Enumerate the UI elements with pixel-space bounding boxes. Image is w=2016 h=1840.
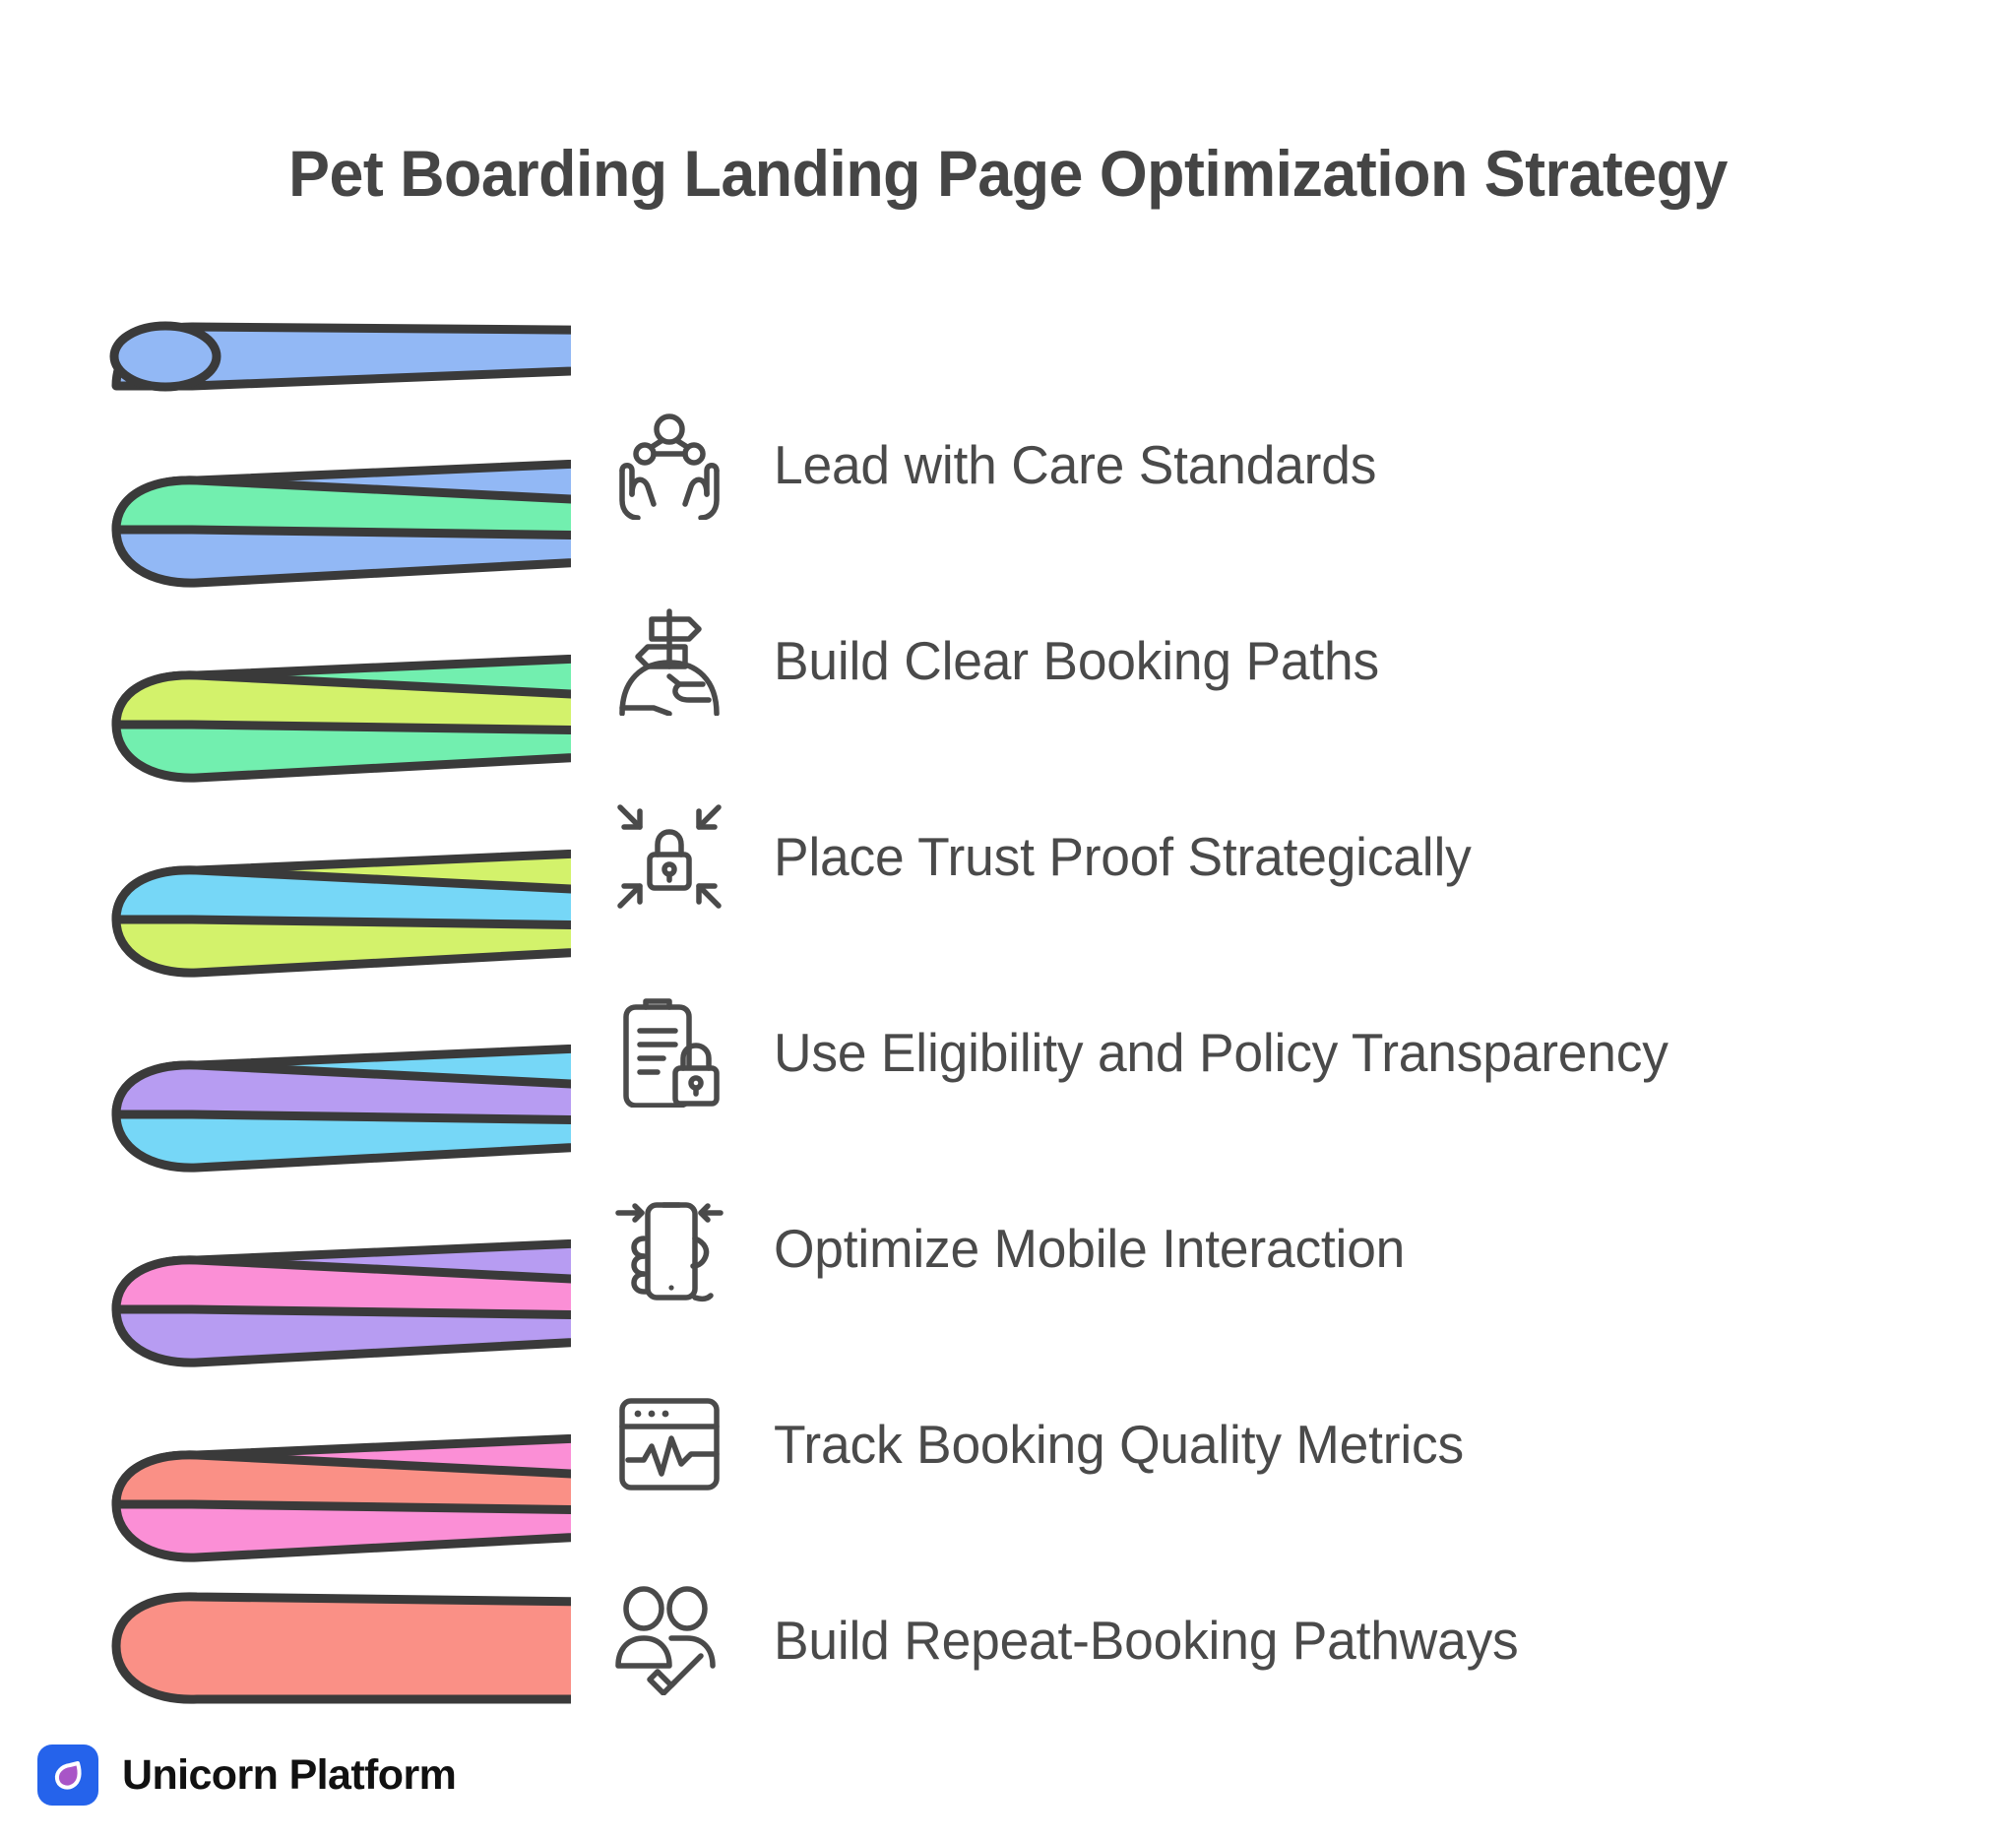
list-item[interactable]: Build Repeat-Booking Pathways bbox=[610, 1542, 1988, 1738]
list-item[interactable]: Use Eligibility and Policy Transparency bbox=[610, 954, 1988, 1150]
signpost-icon bbox=[610, 602, 728, 720]
list-item[interactable]: Build Clear Booking Paths bbox=[610, 562, 1988, 758]
spiral-turn-7 bbox=[111, 1450, 1383, 1704]
clipboard-lock-icon bbox=[610, 993, 728, 1111]
list-item-label: Optimize Mobile Interaction bbox=[774, 1217, 1406, 1279]
unicorn-platform-logo-icon bbox=[37, 1745, 98, 1806]
list-item[interactable]: Lead with Care Standards bbox=[610, 366, 1988, 562]
list-item-label: Use Eligibility and Policy Transparency bbox=[774, 1021, 1669, 1083]
brand-name: Unicorn Platform bbox=[122, 1750, 457, 1799]
list-item-label: Place Trust Proof Strategically bbox=[774, 825, 1472, 887]
list-item-label: Track Booking Quality Metrics bbox=[774, 1413, 1464, 1475]
rainbow-coil-spiral bbox=[39, 295, 1383, 1733]
list-item-label: Lead with Care Standards bbox=[774, 433, 1377, 495]
list-item[interactable]: Optimize Mobile Interaction bbox=[610, 1150, 1988, 1346]
lock-focus-icon bbox=[610, 797, 728, 916]
list-item-label: Build Repeat-Booking Pathways bbox=[774, 1609, 1519, 1671]
page-title: Pet Boarding Landing Page Optimization S… bbox=[288, 137, 1728, 210]
spiral-turn-1 bbox=[109, 321, 1383, 588]
hand-phone-icon bbox=[610, 1189, 728, 1307]
list-item-label: Build Clear Booking Paths bbox=[774, 629, 1379, 691]
steps-list: Lead with Care Standards Build Clear Boo… bbox=[610, 366, 1988, 1738]
list-item[interactable]: Track Booking Quality Metrics bbox=[610, 1346, 1988, 1542]
list-item[interactable]: Place Trust Proof Strategically bbox=[610, 758, 1988, 954]
users-check-icon bbox=[610, 1581, 728, 1699]
caring-hands-icon bbox=[610, 406, 728, 524]
analytics-window-icon bbox=[610, 1385, 728, 1503]
footer-brand[interactable]: Unicorn Platform bbox=[37, 1745, 457, 1806]
